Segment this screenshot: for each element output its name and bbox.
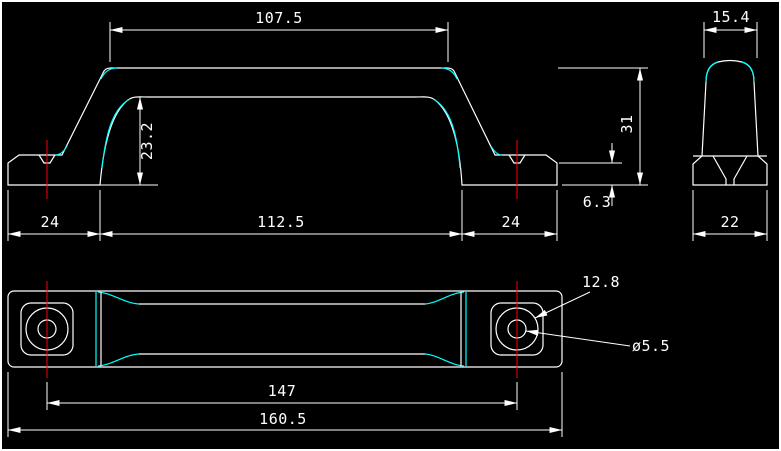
grip-fillet-top-left xyxy=(97,291,140,305)
dim-overall-height: 31 xyxy=(558,67,648,186)
countersink-section xyxy=(712,155,748,185)
dimension-text: 147 xyxy=(268,382,297,400)
leader-line xyxy=(525,329,631,347)
dimension-text: 22 xyxy=(720,213,739,231)
dimension-text: 160.5 xyxy=(259,410,307,428)
dimension-text: 6.3 xyxy=(583,193,612,211)
handle-plan-outline xyxy=(7,290,563,368)
dim-base-height: 6.3 xyxy=(559,143,622,211)
handle-front-outline xyxy=(7,67,558,186)
dim-grip-clearance-height: 23.2 xyxy=(100,97,158,186)
dimension-text: 24 xyxy=(40,213,59,231)
dim-overall-length: 160.5 xyxy=(7,372,563,437)
front-view xyxy=(7,67,558,199)
dim-side-top-width: 15.4 xyxy=(703,8,758,58)
side-view-dimensions: 15.4 22 xyxy=(692,8,768,241)
dimension-text: 12.8 xyxy=(582,273,620,291)
dimension-text: ø5.5 xyxy=(632,337,670,355)
front-view-dimensions: 107.5 23.2 31 6.3 24 112. xyxy=(7,9,648,241)
leader-line xyxy=(534,291,591,319)
plan-view xyxy=(7,281,563,378)
dim-top-width: 107.5 xyxy=(109,9,449,62)
fillet-foot-right xyxy=(490,145,503,156)
leader-hole-diameter: ø5.5 xyxy=(525,329,670,355)
handle-side-outline xyxy=(692,59,768,186)
dimension-text: 24 xyxy=(501,213,520,231)
plan-view-dimensions: 12.8 ø5.5 147 160.5 xyxy=(7,273,670,437)
fillet-inner-right xyxy=(432,98,461,169)
dimension-text: 31 xyxy=(618,114,636,133)
fillet-top-right xyxy=(440,67,458,80)
grip-fillet-top-right xyxy=(424,291,465,305)
fillet-foot-left xyxy=(54,145,68,156)
dim-bottom-widths: 24 112.5 24 xyxy=(7,190,558,241)
dim-hole-spacing: 147 xyxy=(46,382,518,410)
fillet-dome-left xyxy=(705,61,719,83)
dimension-text: 15.4 xyxy=(712,8,750,26)
fillet-dome-right xyxy=(741,61,755,83)
dim-side-base-width: 22 xyxy=(692,190,768,241)
grip-fillet-bottom-right xyxy=(424,353,465,367)
dimension-text: 23.2 xyxy=(138,122,156,160)
leader-counterbore: 12.8 xyxy=(534,273,620,319)
grip-fillet-bottom-left xyxy=(97,353,140,367)
dimension-text: 107.5 xyxy=(255,9,303,27)
fillet-top-left xyxy=(100,67,118,80)
side-view xyxy=(692,59,768,186)
fillet-inner-left xyxy=(101,98,131,169)
dimension-text: 112.5 xyxy=(257,213,305,231)
